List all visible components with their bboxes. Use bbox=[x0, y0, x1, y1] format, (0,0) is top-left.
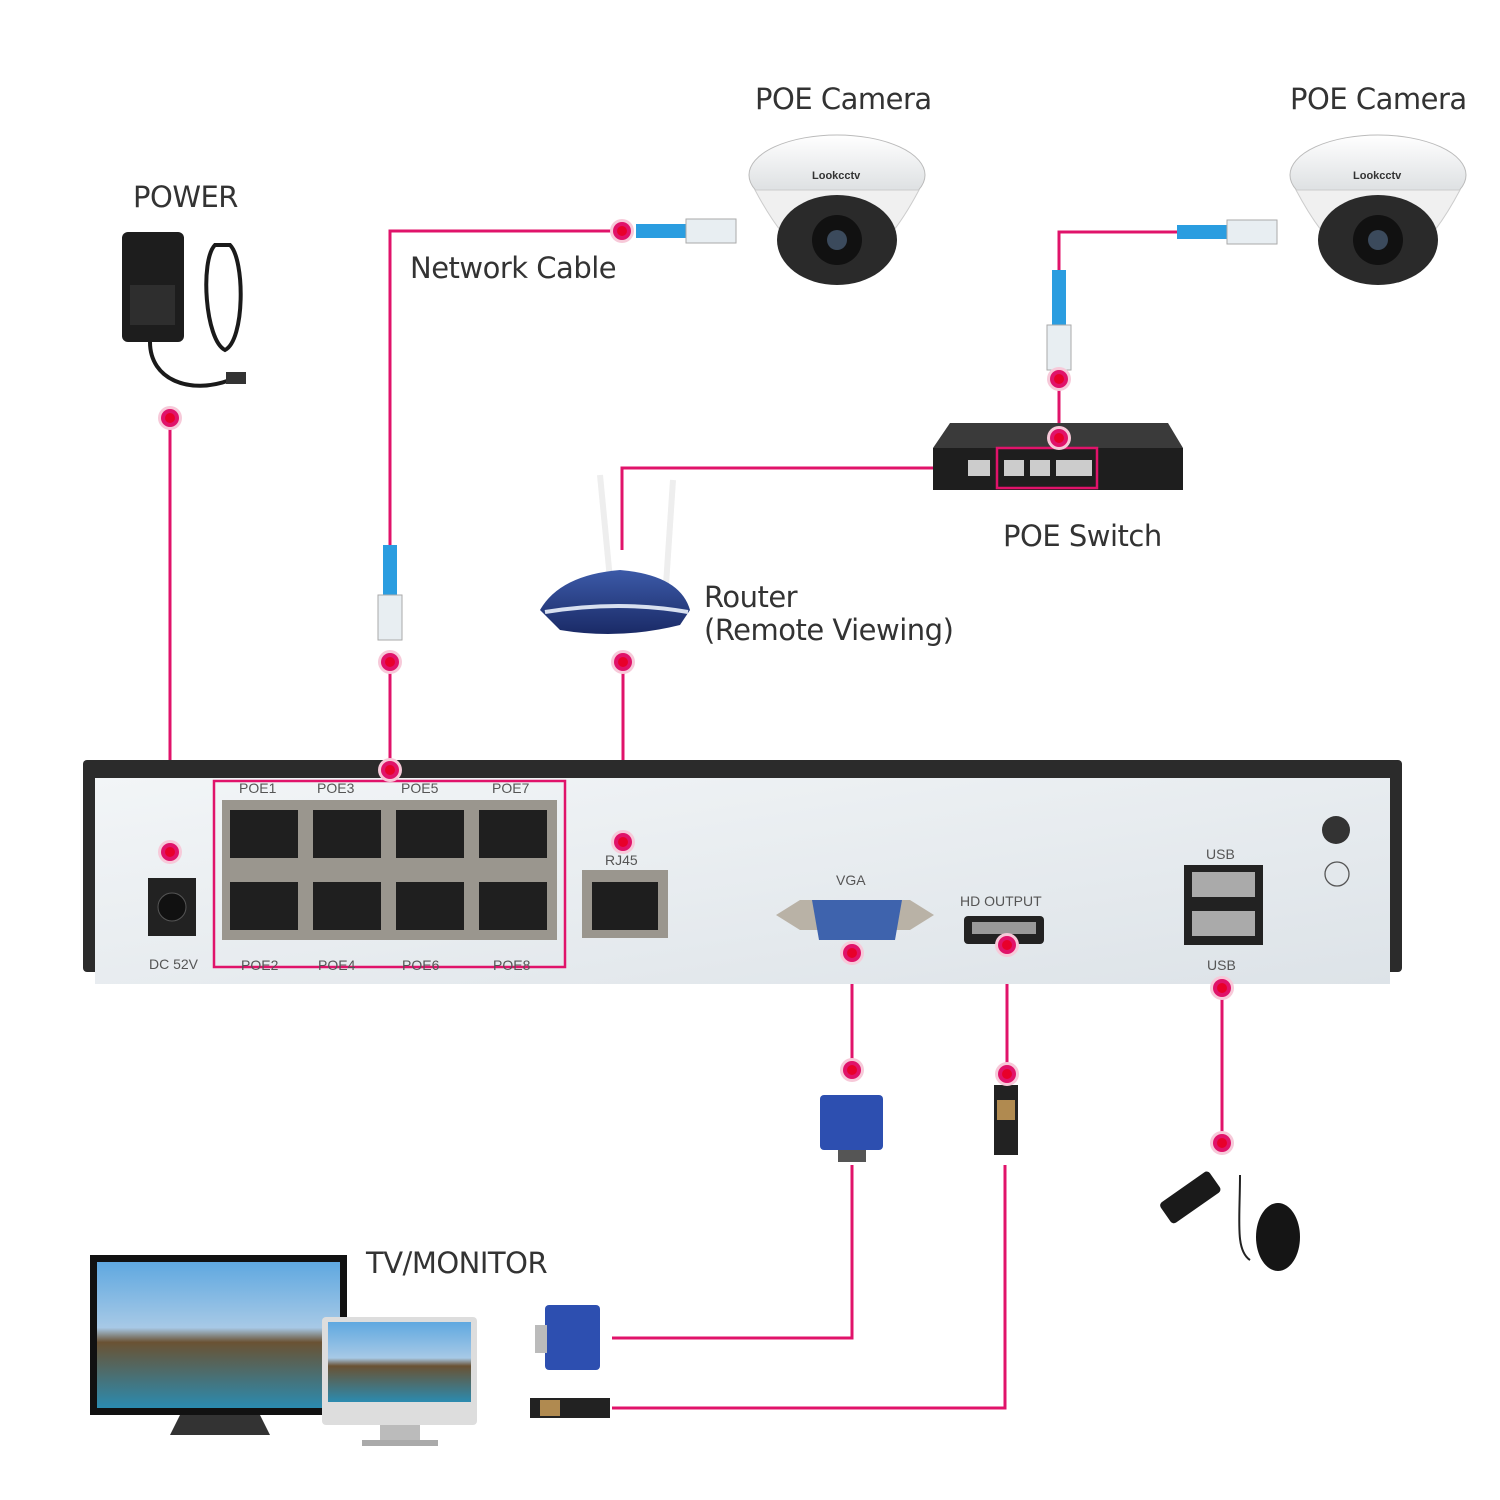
vga-label: VGA bbox=[836, 872, 866, 888]
dc-port-label: DC 52V bbox=[149, 956, 199, 972]
camera2-line bbox=[1057, 230, 1177, 270]
rj45-connector-camera1 bbox=[636, 218, 737, 244]
poe-ports bbox=[230, 810, 547, 930]
poe1-label: POE1 bbox=[239, 780, 277, 796]
camera2-logo: Lookcctv bbox=[1353, 170, 1402, 182]
rj45-connector-nvr bbox=[377, 545, 403, 641]
power-adapter-image bbox=[122, 232, 246, 388]
power-label: POWER bbox=[133, 180, 238, 214]
nvr-back-panel bbox=[83, 760, 1402, 984]
router-sublabel: (Remote Viewing) bbox=[704, 613, 954, 647]
network-cable-line bbox=[388, 229, 622, 545]
poe7-label: POE7 bbox=[492, 780, 530, 796]
network-cable-label: Network Cable bbox=[410, 251, 617, 285]
rj45-label: RJ45 bbox=[605, 852, 638, 868]
hdmi-plug-image bbox=[994, 1085, 1018, 1155]
poe-switch-label: POE Switch bbox=[1003, 519, 1162, 553]
router-label: Router bbox=[704, 580, 798, 614]
poe6-label: POE6 bbox=[402, 957, 440, 973]
poe4-label: POE4 bbox=[318, 957, 356, 973]
hdmi-label: HD OUTPUT bbox=[960, 893, 1042, 909]
router-image bbox=[540, 474, 690, 634]
usb-bottom-label: USB bbox=[1207, 957, 1236, 973]
usb-devices-image bbox=[1160, 1171, 1300, 1271]
hdmi-plug-monitor-image bbox=[530, 1398, 610, 1418]
usb-top-label: USB bbox=[1206, 846, 1235, 862]
camera1-logo: Lookcctv bbox=[812, 170, 861, 182]
vga-monitor-line bbox=[612, 1165, 854, 1340]
vga-plug-image bbox=[820, 1095, 883, 1162]
rj45-connector-switch bbox=[1046, 270, 1072, 371]
poe-camera-1-image bbox=[748, 134, 926, 285]
camera2-label: POE Camera bbox=[1290, 82, 1467, 116]
poe5-label: POE5 bbox=[401, 780, 439, 796]
tv-monitor-image bbox=[90, 1255, 477, 1446]
rj45-connector-camera2 bbox=[1177, 219, 1278, 245]
poe3-label: POE3 bbox=[317, 780, 355, 796]
poe2-label: POE2 bbox=[241, 957, 279, 973]
vga-plug-monitor-image bbox=[535, 1305, 600, 1370]
poe8-label: POE8 bbox=[493, 957, 531, 973]
connection-dots bbox=[158, 219, 1234, 1155]
switch-router-line bbox=[620, 466, 933, 550]
hdmi-monitor-line bbox=[612, 1165, 1007, 1410]
camera1-label: POE Camera bbox=[755, 82, 932, 116]
poe-camera-2-image bbox=[1289, 134, 1467, 285]
tv-monitor-label: TV/MONITOR bbox=[366, 1246, 548, 1280]
